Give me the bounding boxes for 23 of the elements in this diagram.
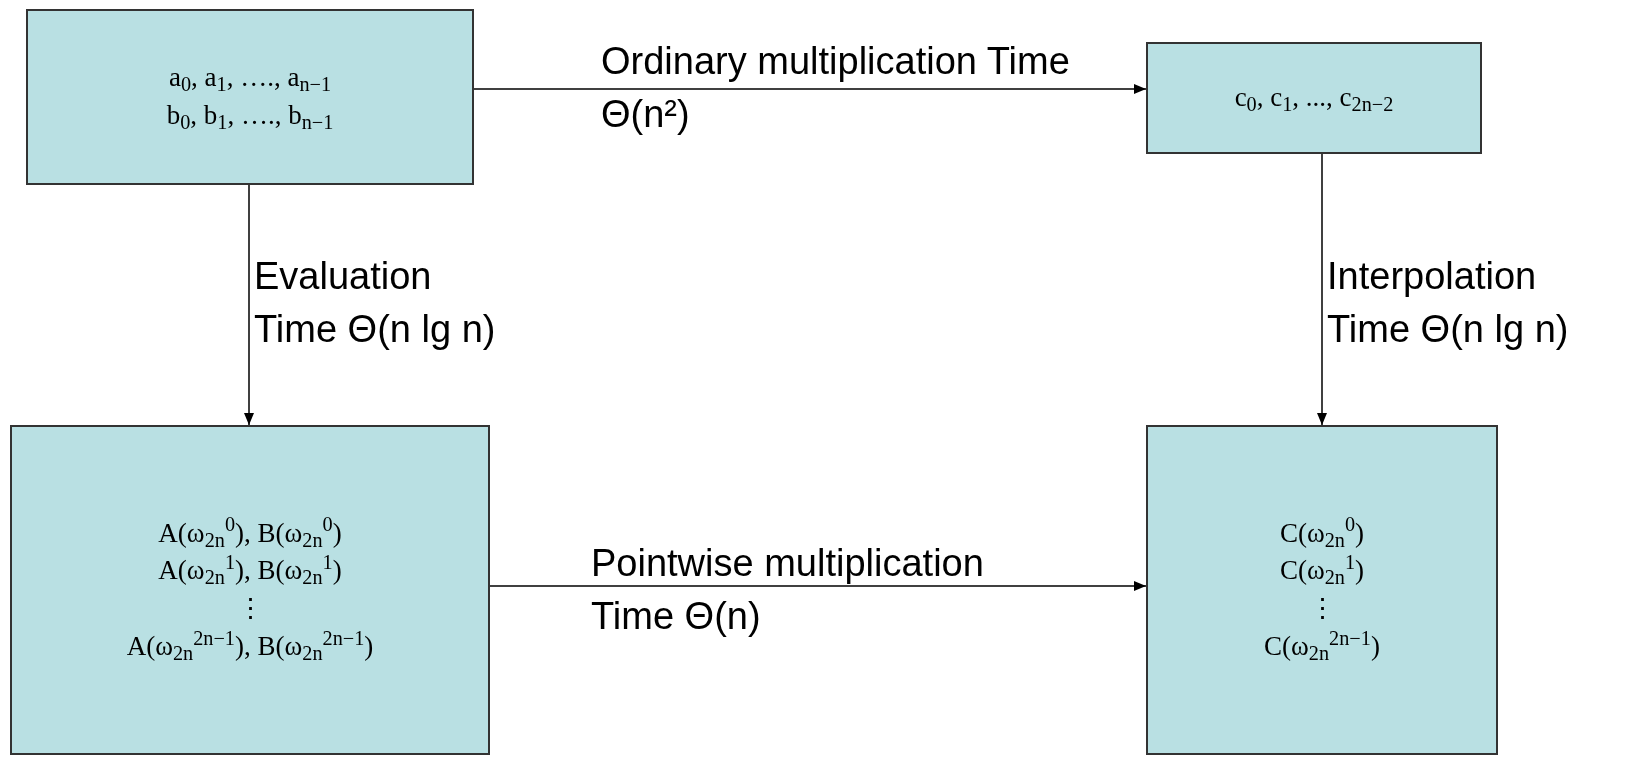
math-box — [10, 425, 490, 755]
math-box — [1146, 42, 1482, 154]
math-expression: A(ω$_{2n}$$^{1}$), B(ω$_{2n}$$^{1}$) — [158, 554, 342, 588]
edge-label: Interpolation Time Θ(n lg n) — [1327, 254, 1570, 353]
arrow — [1317, 153, 1327, 426]
arrow — [489, 581, 1147, 591]
math-expression: C(ω$_{2n}$$^{1}$) — [1279, 554, 1365, 588]
math-expression: A(ω$_{2n}$$^{2n−1}$), B(ω$_{2n}$$^{2n−1}$) — [126, 629, 374, 664]
math-expression: b$_{0}$, b$_{1}$, …., b$_{n−1}$ — [166, 99, 334, 133]
edge-label: Evaluation Time Θ(n lg n) — [254, 254, 497, 353]
math-expression: ⋮ — [236, 592, 264, 625]
math-expression: ⋮ — [1308, 592, 1336, 625]
edge-label: Ordinary multiplication Time Θ(n²) — [601, 39, 1071, 138]
math-expression: C(ω$_{2n}$$^{2n−1}$) — [1264, 629, 1380, 664]
math-expression: C(ω$_{2n}$$^{0}$) — [1279, 516, 1365, 551]
math-box — [1146, 425, 1498, 755]
arrow — [473, 84, 1147, 94]
math-expression: a$_{0}$, a$_{1}$, …., a$_{n−1}$ — [168, 61, 332, 95]
math-expression: c$_{0}$, c$_{1}$, ..., c$_{2n−2}$ — [1234, 81, 1394, 115]
math-box — [26, 9, 474, 185]
edge-label: Pointwise multiplication Time Θ(n) — [591, 541, 985, 640]
arrow — [244, 184, 254, 426]
math-expression: A(ω$_{2n}$$^{0}$), B(ω$_{2n}$$^{0}$) — [158, 516, 342, 551]
